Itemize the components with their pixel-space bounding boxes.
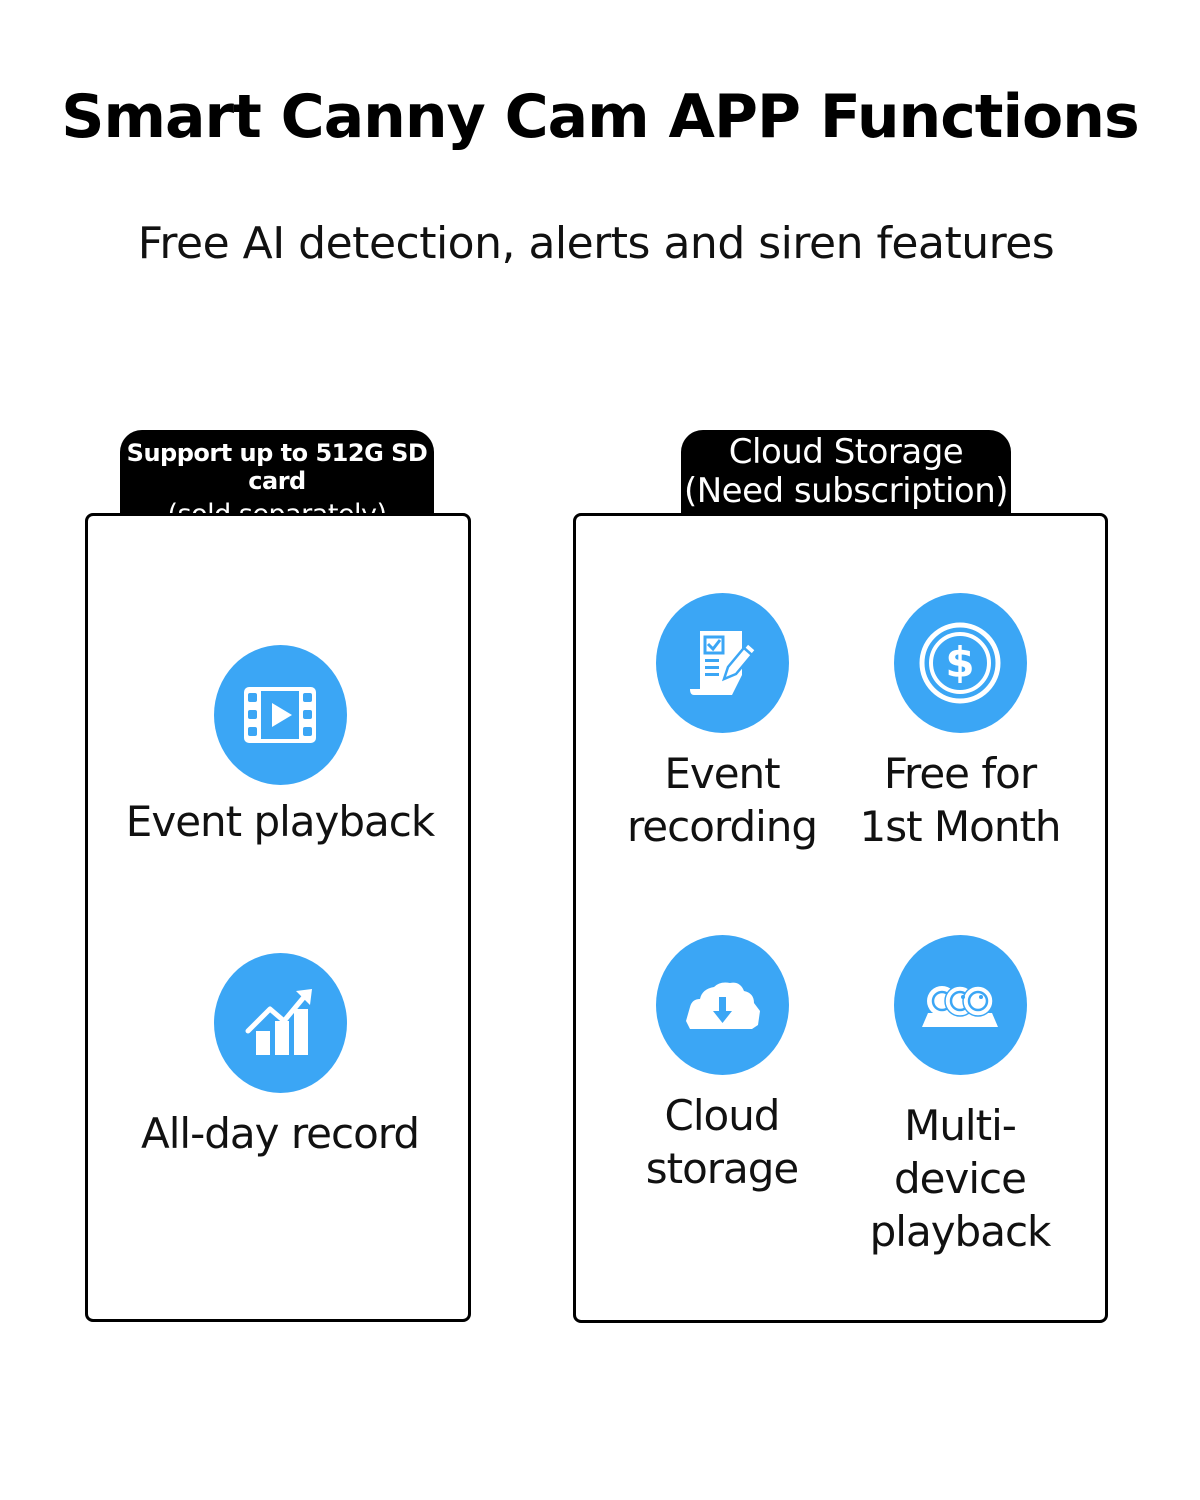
feature-label-line2: 1st Month <box>859 802 1061 851</box>
sd-card-tab: Support up to 512G SD card (sold separat… <box>120 430 434 530</box>
feature-label-line1: Multi-device <box>894 1101 1027 1203</box>
cloud-download-icon <box>655 935 789 1075</box>
sd-card-tab-line1: Support up to 512G SD card <box>126 439 428 495</box>
feature-label-line2: playback <box>869 1207 1052 1256</box>
cloud-storage-tab: Cloud Storage (Need subscription) <box>681 430 1011 518</box>
feature-label-line2: recording <box>626 802 818 851</box>
multi-camera-icon <box>893 935 1027 1075</box>
feature-event-recording: Event recording <box>612 593 832 853</box>
cloud-storage-tab-line2: (Need subscription) <box>683 471 1009 512</box>
page-subtitle: Free AI detection, alerts and siren feat… <box>137 218 1055 269</box>
video-playback-icon <box>213 645 347 785</box>
feature-cloud-storage: Cloud storage <box>612 935 832 1195</box>
dollar-coin-icon: $ <box>893 593 1027 733</box>
sd-card-panel <box>85 513 471 1322</box>
document-edit-icon <box>655 593 789 733</box>
feature-label-line2: storage <box>645 1144 800 1193</box>
feature-label: Event playback <box>125 797 435 846</box>
page-title: Smart Canny Cam APP Functions <box>61 82 1139 152</box>
feature-event-playback: Event playback <box>100 645 460 848</box>
feature-all-day-record: All-day record <box>100 953 460 1160</box>
feature-multi-device-playback: Multi-device playback <box>850 935 1070 1258</box>
feature-label: All-day record <box>141 1109 420 1158</box>
feature-label-line1: Event <box>664 749 780 798</box>
feature-free-first-month: $ Free for 1st Month <box>850 593 1070 853</box>
cloud-storage-tab-line1: Cloud Storage <box>728 432 964 472</box>
feature-label-line1: Cloud <box>664 1091 781 1140</box>
feature-label-line1: Free for <box>883 749 1037 798</box>
svg-text:$: $ <box>945 638 974 687</box>
growth-chart-icon <box>213 953 347 1093</box>
